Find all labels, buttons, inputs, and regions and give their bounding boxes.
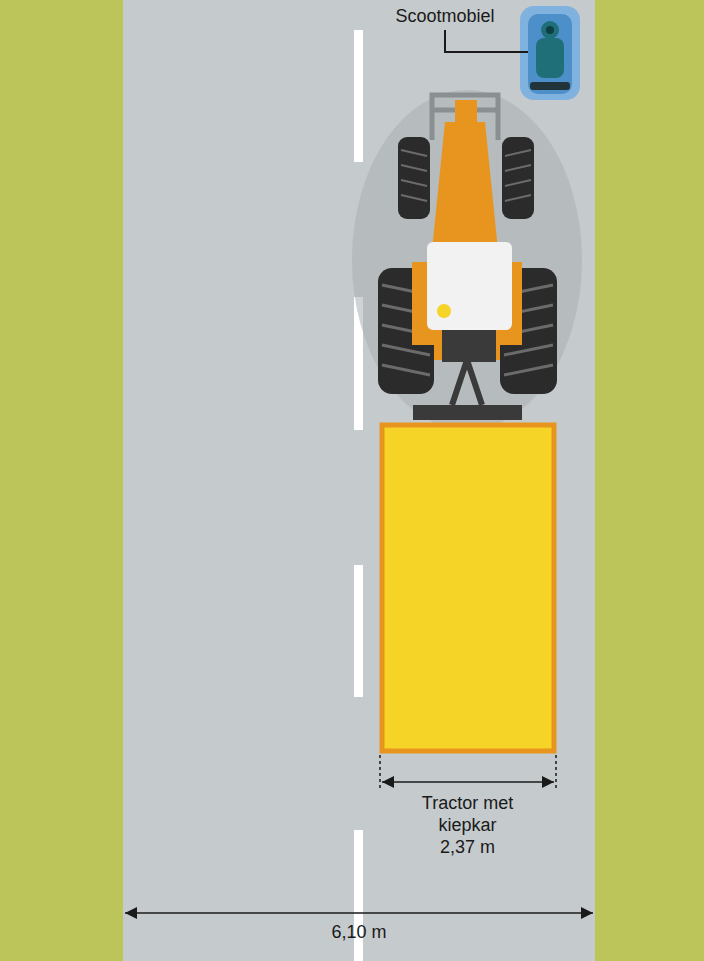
- road-surface: [123, 0, 595, 961]
- verge-left: [0, 0, 123, 961]
- leader-line: [445, 30, 528, 52]
- tractor-body: [412, 100, 522, 420]
- centre-line: [354, 30, 363, 961]
- tractor-shadow: [352, 90, 582, 430]
- dimension-label: 6,10 m: [299, 921, 419, 943]
- road-width-dimension: [125, 912, 593, 914]
- verge-right: [595, 0, 704, 961]
- mobility-scooter: [520, 6, 580, 100]
- part-label: Scootmobiel: [370, 5, 520, 27]
- width-dimension: [380, 755, 556, 790]
- dimension-label: 2,37 m: [410, 836, 525, 858]
- tractor-cab: [427, 242, 512, 330]
- part-label: Tractor met kiepkar: [410, 792, 525, 836]
- tipping-trailer: [382, 425, 554, 751]
